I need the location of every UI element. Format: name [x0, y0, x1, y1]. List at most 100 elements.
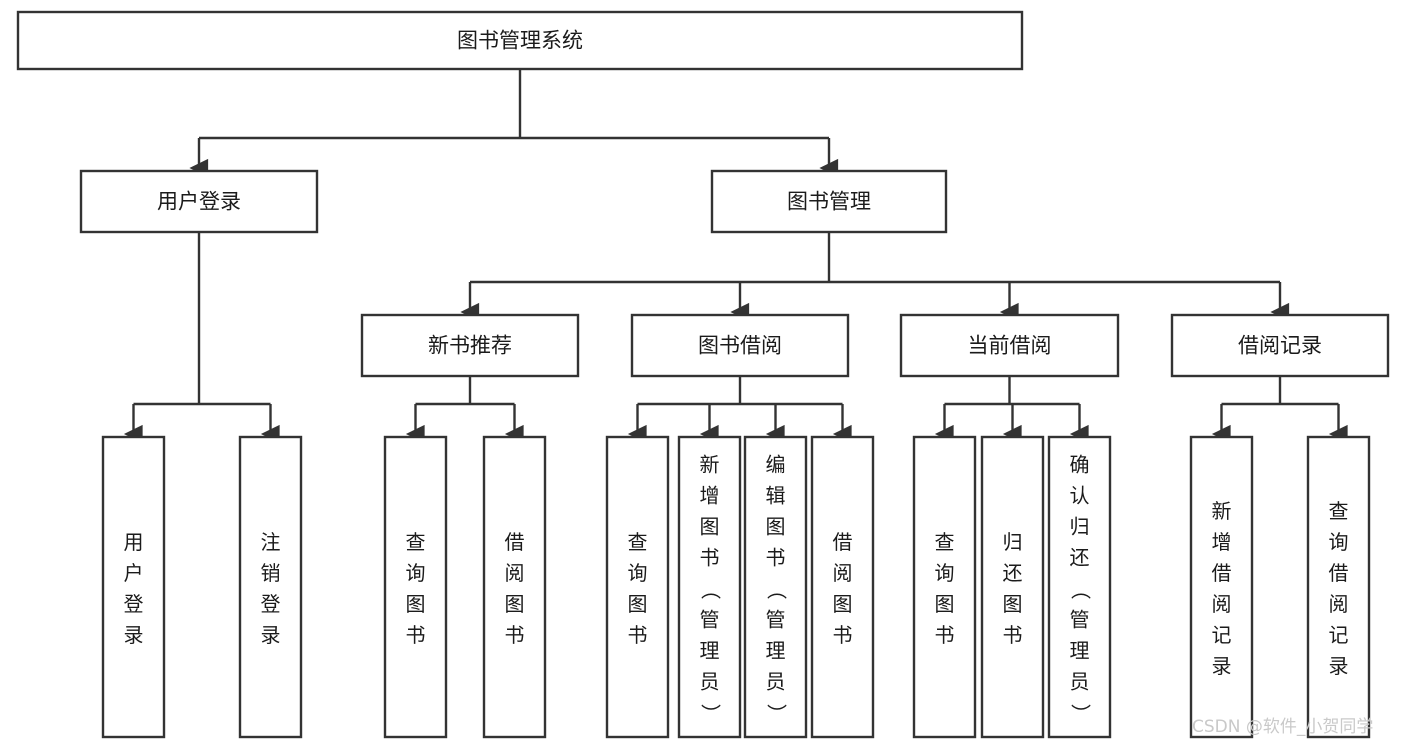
node-current-borrow[interactable]: 当前借阅 [899, 313, 1120, 378]
node-label-char-leaf-confirm-return-5: 管 [1070, 608, 1090, 632]
node-box-leaf-add-book[interactable] [677, 435, 742, 739]
node-label-char-leaf-query-record-1: 询 [1329, 530, 1349, 554]
node-box-leaf-return-book[interactable] [980, 435, 1045, 739]
node-label-char-leaf-query-book-borrow-0: 查 [628, 530, 648, 554]
node-box-book-borrow[interactable] [630, 313, 850, 378]
node-label-char-leaf-query-book-borrow-1: 询 [628, 561, 648, 585]
node-box-leaf-query-book-rec[interactable] [383, 435, 448, 739]
node-label-char-leaf-borrow-book-rec-3: 书 [505, 623, 525, 647]
node-label-book-borrow: 图书借阅 [698, 334, 782, 358]
node-label-char-leaf-add-book-1: 增 [700, 484, 720, 508]
node-box-leaf-edit-book[interactable] [743, 435, 808, 739]
node-label-char-leaf-add-book-6: 理 [700, 639, 720, 663]
node-label-char-leaf-return-book-0: 归 [1003, 530, 1023, 554]
node-label-char-leaf-return-book-2: 图 [1003, 592, 1023, 616]
node-box-leaf-query-book-cur[interactable] [912, 435, 977, 739]
node-label-char-leaf-borrow-book-1: 阅 [833, 561, 853, 585]
node-label-char-leaf-add-record-3: 阅 [1212, 592, 1232, 616]
node-label-char-leaf-edit-book-6: 理 [766, 639, 786, 663]
node-label-char-leaf-query-record-2: 借 [1329, 561, 1349, 585]
node-box-leaf-user-logout[interactable] [238, 435, 303, 739]
node-label-char-leaf-add-record-4: 记 [1212, 623, 1232, 647]
node-label-char-leaf-return-book-1: 还 [1003, 561, 1023, 585]
node-label-char-leaf-add-book-4: （ [699, 580, 723, 600]
node-label-char-leaf-user-logout-1: 销 [261, 561, 281, 585]
node-label-char-leaf-query-record-3: 阅 [1329, 592, 1349, 616]
node-leaf-user-login[interactable]: 用户登录 [101, 435, 166, 739]
node-box-leaf-add-record[interactable] [1189, 435, 1254, 739]
node-label-char-leaf-confirm-return-1: 认 [1070, 484, 1090, 508]
node-label-char-leaf-query-record-0: 查 [1329, 499, 1349, 523]
node-label-char-leaf-confirm-return-2: 归 [1070, 515, 1090, 539]
node-label-char-leaf-query-book-cur-0: 查 [935, 530, 955, 554]
node-label-char-leaf-confirm-return-7: 员 [1070, 670, 1090, 694]
node-label-char-leaf-user-login-0: 用 [124, 530, 144, 554]
node-box-new-book-rec[interactable] [360, 313, 580, 378]
node-label-char-leaf-confirm-return-8: ） [1069, 704, 1093, 724]
node-label-char-leaf-add-book-2: 图 [700, 515, 720, 539]
node-label-char-leaf-query-record-5: 录 [1329, 654, 1349, 678]
node-borrow-record[interactable]: 借阅记录 [1170, 313, 1390, 378]
node-book-borrow[interactable]: 图书借阅 [630, 313, 850, 378]
node-box-leaf-user-login[interactable] [101, 435, 166, 739]
node-box-book-manage[interactable] [710, 169, 948, 234]
node-label-char-leaf-confirm-return-3: 还 [1070, 546, 1090, 570]
node-label-root: 图书管理系统 [457, 29, 583, 53]
node-box-user-login[interactable] [79, 169, 319, 234]
node-label-char-leaf-add-book-8: ） [699, 704, 723, 724]
node-box-current-borrow[interactable] [899, 313, 1120, 378]
edges-layer [123, 69, 1348, 444]
node-label-char-leaf-confirm-return-4: （ [1069, 580, 1093, 600]
node-book-manage[interactable]: 图书管理 [710, 169, 948, 234]
node-label-char-leaf-query-book-borrow-3: 书 [628, 623, 648, 647]
node-label-char-leaf-borrow-book-2: 图 [833, 592, 853, 616]
node-label-char-leaf-return-book-3: 书 [1003, 623, 1023, 647]
node-label-char-leaf-query-book-cur-3: 书 [935, 623, 955, 647]
node-label-char-leaf-borrow-book-0: 借 [833, 530, 853, 554]
node-label-char-leaf-add-book-3: 书 [700, 546, 720, 570]
node-label-char-leaf-add-book-0: 新 [700, 453, 720, 477]
node-label-char-leaf-query-book-cur-2: 图 [935, 592, 955, 616]
node-new-book-rec[interactable]: 新书推荐 [360, 313, 580, 378]
node-box-leaf-borrow-book-rec[interactable] [482, 435, 547, 739]
node-user-login[interactable]: 用户登录 [79, 169, 319, 234]
csdn-watermark: CSDN @软件_小贺同学 [1192, 717, 1373, 737]
node-label-char-leaf-borrow-book-rec-1: 阅 [505, 561, 525, 585]
node-box-leaf-query-book-borrow[interactable] [605, 435, 670, 739]
node-label-char-leaf-edit-book-7: 员 [766, 670, 786, 694]
node-label-char-leaf-edit-book-8: ） [765, 704, 789, 724]
node-label-char-leaf-add-book-5: 管 [700, 608, 720, 632]
node-label-borrow-record: 借阅记录 [1238, 334, 1322, 358]
node-label-char-leaf-user-logout-0: 注 [261, 530, 281, 554]
node-box-leaf-query-record[interactable] [1306, 435, 1371, 739]
node-box-leaf-borrow-book[interactable] [810, 435, 875, 739]
node-box-root[interactable] [16, 10, 1024, 71]
node-label-char-leaf-user-login-3: 录 [124, 623, 144, 647]
node-label-char-leaf-edit-book-3: 书 [766, 546, 786, 570]
node-box-leaf-confirm-return[interactable] [1047, 435, 1112, 739]
node-label-char-leaf-borrow-book-rec-0: 借 [505, 530, 525, 554]
node-root[interactable]: 图书管理系统 [16, 10, 1024, 71]
node-label-char-leaf-query-book-cur-1: 询 [935, 561, 955, 585]
node-label-current-borrow: 当前借阅 [968, 334, 1052, 358]
node-label-char-leaf-borrow-book-rec-2: 图 [505, 592, 525, 616]
node-label-char-leaf-confirm-return-6: 理 [1070, 639, 1090, 663]
node-label-char-leaf-add-record-2: 借 [1212, 561, 1232, 585]
node-label-char-leaf-add-book-7: 员 [700, 670, 720, 694]
node-label-char-leaf-user-login-2: 登 [124, 592, 144, 616]
node-box-borrow-record[interactable] [1170, 313, 1390, 378]
node-label-char-leaf-query-book-borrow-2: 图 [628, 592, 648, 616]
